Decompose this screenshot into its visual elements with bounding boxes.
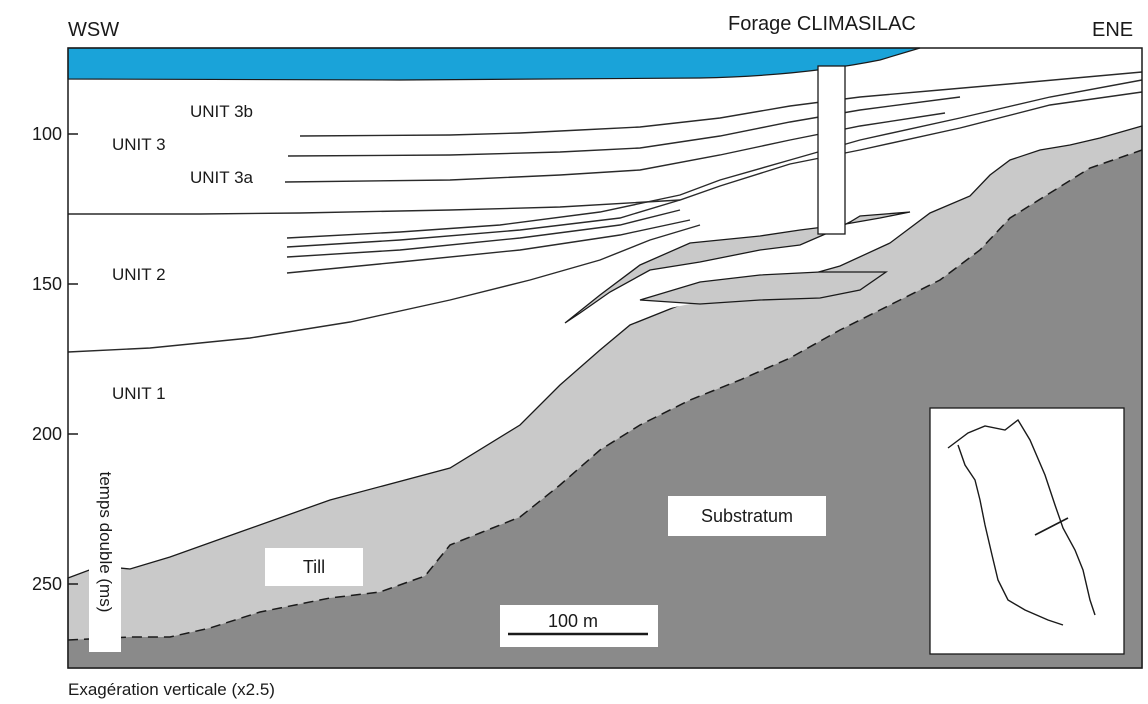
- direction-wsw-label: WSW: [68, 19, 120, 41]
- inset-map-frame: [929, 407, 1125, 655]
- y-tick-label-250: 250: [31, 574, 62, 594]
- y-tick-label-100: 100: [31, 124, 62, 144]
- unit-3a-label: UNIT 3a: [190, 168, 253, 187]
- unit3-unit2-boundary: [68, 91, 1143, 215]
- inset-lake-outline: [947, 418, 1096, 626]
- reflector-e: [286, 199, 681, 248]
- reflector-c: [284, 112, 946, 183]
- borehole-title: Forage CLIMASILAC: [728, 13, 916, 35]
- inset-section-line: [1034, 517, 1069, 536]
- borehole-column: [817, 65, 846, 235]
- reflector-d: [286, 79, 1143, 239]
- lake-water: [67, 47, 921, 81]
- frame-border: [67, 47, 1143, 669]
- unit-3-label: UNIT 3: [112, 135, 166, 154]
- substratum-label: Substratum: [668, 496, 826, 536]
- scale-bar-box: [500, 605, 658, 647]
- unit-1-label: UNIT 1: [112, 384, 166, 403]
- y-axis-ticks: [68, 133, 78, 585]
- substratum-boundary: [67, 149, 1143, 641]
- reflector-g: [286, 219, 691, 274]
- unit-2-label: UNIT 2: [112, 265, 166, 284]
- y-tick-label-150: 150: [31, 274, 62, 294]
- y-axis-title-text: temps double (ms): [96, 471, 115, 613]
- reflector-lines: [67, 71, 1143, 353]
- reflector-f: [286, 209, 681, 258]
- unit2-unit1-boundary: [67, 224, 701, 353]
- scale-bar-label: 100 m: [548, 611, 599, 631]
- unit-3b-label: UNIT 3b: [190, 102, 253, 121]
- reflector-a: [299, 71, 1143, 137]
- y-axis-title: temps double (ms): [89, 432, 121, 652]
- y-tick-label-200: 200: [31, 424, 62, 444]
- till-label: Till: [265, 548, 363, 586]
- substratum-layer: [68, 150, 1142, 668]
- direction-ene-label: ENE: [1092, 19, 1134, 41]
- unit2-lens: [564, 211, 911, 324]
- reflector-b: [287, 96, 961, 157]
- vertical-exaggeration-note: Exagération verticale (x2.5): [68, 680, 275, 699]
